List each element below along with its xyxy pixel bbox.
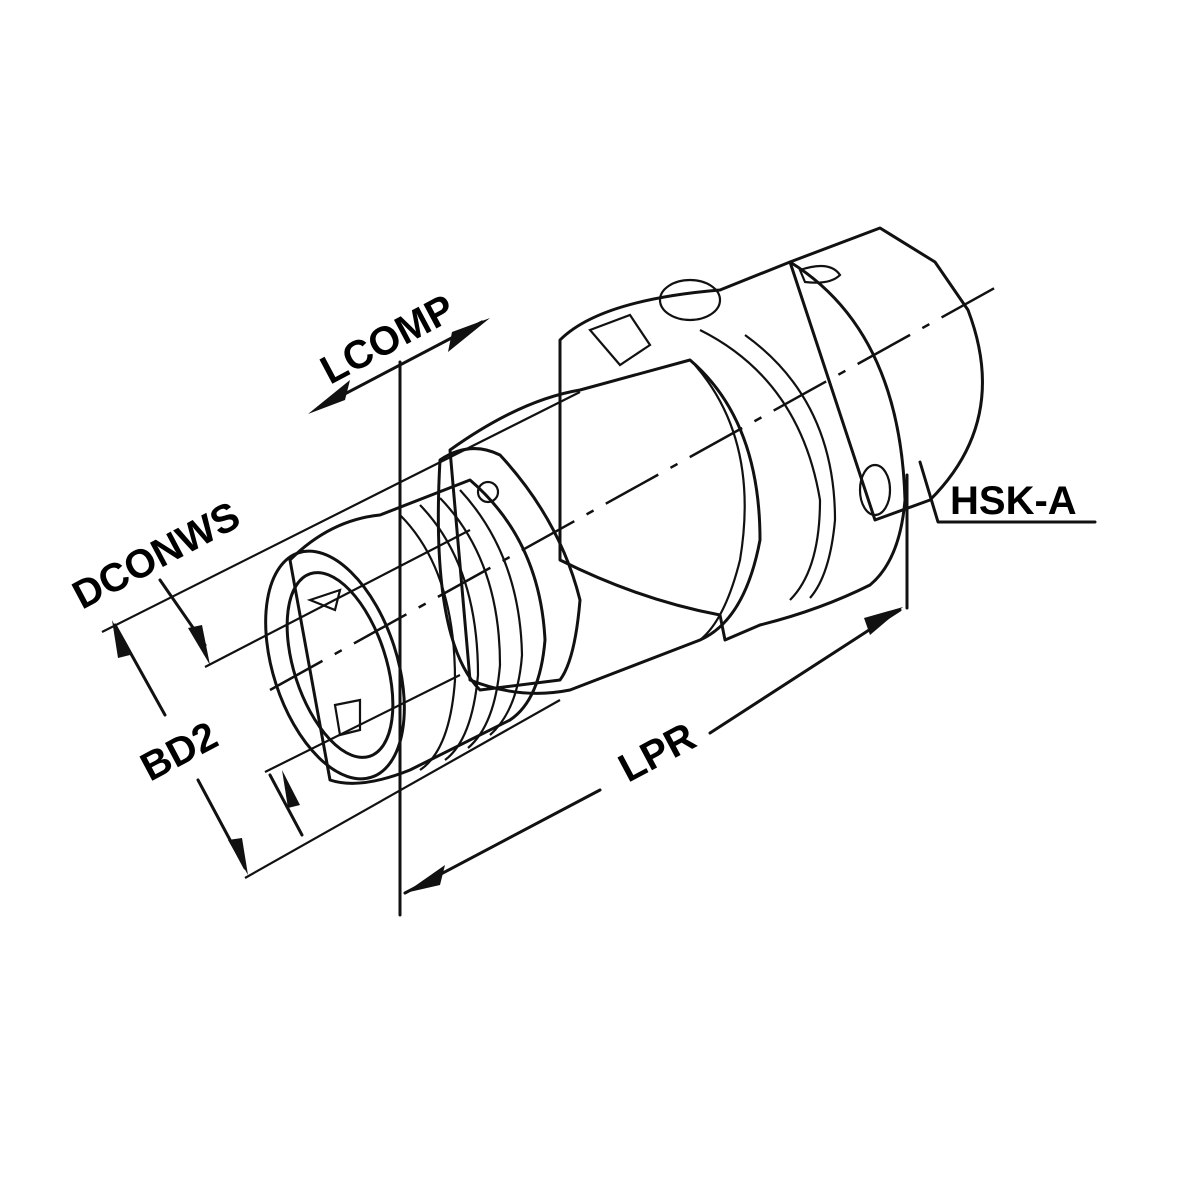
- lpr-label: LPR: [612, 714, 703, 790]
- front-face: [264, 549, 406, 781]
- bd2-label: BD2: [134, 714, 225, 790]
- lcomp-label: LCOMP: [314, 286, 462, 393]
- dconws-dimension: DCONWS: [66, 494, 304, 837]
- dconws-label: DCONWS: [66, 494, 248, 618]
- threaded-nut: [288, 478, 547, 785]
- bd2-dimension: BD2: [112, 620, 248, 875]
- main-body: [448, 358, 762, 695]
- flange: [558, 260, 907, 642]
- hsk-a-callout: HSK-A: [918, 460, 1097, 524]
- collar: [436, 447, 582, 692]
- extension-lines: [101, 391, 581, 879]
- center-axis: [269, 283, 1001, 692]
- hsk-a-label: HSK-A: [950, 479, 1077, 523]
- hsk-shank: [788, 226, 984, 522]
